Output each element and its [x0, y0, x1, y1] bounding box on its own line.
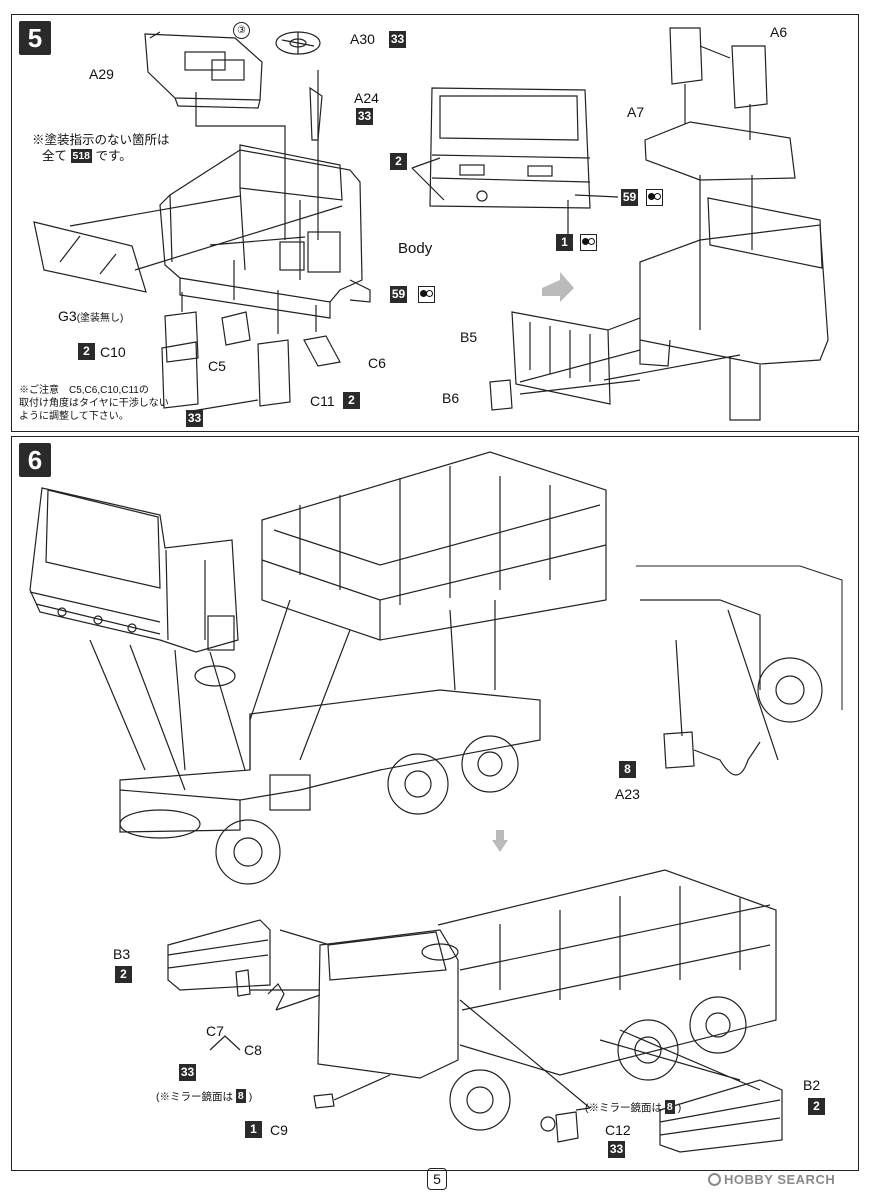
paint-color-c10: 2	[78, 343, 95, 360]
paint-note-line2: 全て 518 です。	[42, 149, 132, 163]
label-b2: B2	[803, 1077, 821, 1093]
paint-color-518: 518	[70, 149, 93, 163]
step-6-panel	[11, 436, 859, 1171]
paint-color-grille-2: 2	[390, 153, 407, 170]
paint-color-grille-59: 59	[621, 189, 638, 206]
paint-color-mirror-right: 8	[664, 1100, 675, 1114]
caution-line3: ように調整して下さい。	[19, 411, 129, 422]
paint-color-mirror-left: 8	[235, 1089, 246, 1103]
paint-color-a30: 33	[389, 31, 406, 48]
two-tone-icon	[418, 286, 435, 303]
paint-color-b2: 2	[808, 1098, 825, 1115]
label-g3: G3(塗装無し)	[58, 308, 124, 324]
paint-note-line1: ※塗装指示のない箇所は	[32, 133, 170, 147]
label-a30: A30	[350, 31, 375, 47]
label-b5: B5	[460, 329, 478, 345]
page-number: 5	[427, 1168, 447, 1190]
paint-color-body-59: 59	[390, 286, 407, 303]
label-a6: A6	[770, 24, 788, 40]
label-b6: B6	[442, 390, 460, 406]
label-c9: C9	[270, 1122, 288, 1138]
label-body: Body	[398, 240, 433, 257]
paint-color-grille-1: 1	[556, 234, 573, 251]
hobbysearch-logo-icon	[708, 1173, 721, 1186]
two-tone-icon	[580, 234, 597, 251]
callout-circle-3: ③	[233, 22, 250, 39]
paint-color-c11: 2	[343, 392, 360, 409]
label-a29: A29	[89, 66, 114, 82]
step-5-number: 5	[19, 21, 51, 55]
paint-color-c12: 33	[608, 1141, 625, 1158]
watermark: HOBBY SEARCH	[708, 1172, 835, 1187]
label-c5: C5	[208, 358, 226, 374]
paint-color-a23: 8	[619, 761, 636, 778]
paint-color-a24: 33	[356, 108, 373, 125]
label-c7: C7	[206, 1023, 224, 1039]
label-a23: A23	[615, 786, 640, 802]
paint-color-c-33: 33	[186, 410, 203, 427]
caution-line2: 取付け角度はタイヤに干渉しない	[19, 398, 169, 409]
label-c10: C10	[100, 344, 126, 360]
paint-color-b3: 2	[115, 966, 132, 983]
step-5-panel	[11, 14, 859, 432]
caution-line1: ※ご注意 C5,C6,C10,C11の	[19, 385, 149, 396]
mirror-note-right: (※ミラー鏡面は 8 )	[585, 1100, 682, 1114]
label-c12: C12	[605, 1122, 631, 1138]
two-tone-icon	[646, 189, 663, 206]
label-b3: B3	[113, 946, 131, 962]
paint-color-c9: 1	[245, 1121, 262, 1138]
label-c8: C8	[244, 1042, 262, 1058]
step-6-number: 6	[19, 443, 51, 477]
mirror-note-left: (※ミラー鏡面は 8 )	[156, 1089, 253, 1103]
label-c6: C6	[368, 355, 386, 371]
paint-color-c7-c8: 33	[179, 1064, 196, 1081]
label-a24: A24	[354, 90, 379, 106]
label-a7: A7	[627, 104, 645, 120]
label-c11: C11	[310, 393, 335, 409]
